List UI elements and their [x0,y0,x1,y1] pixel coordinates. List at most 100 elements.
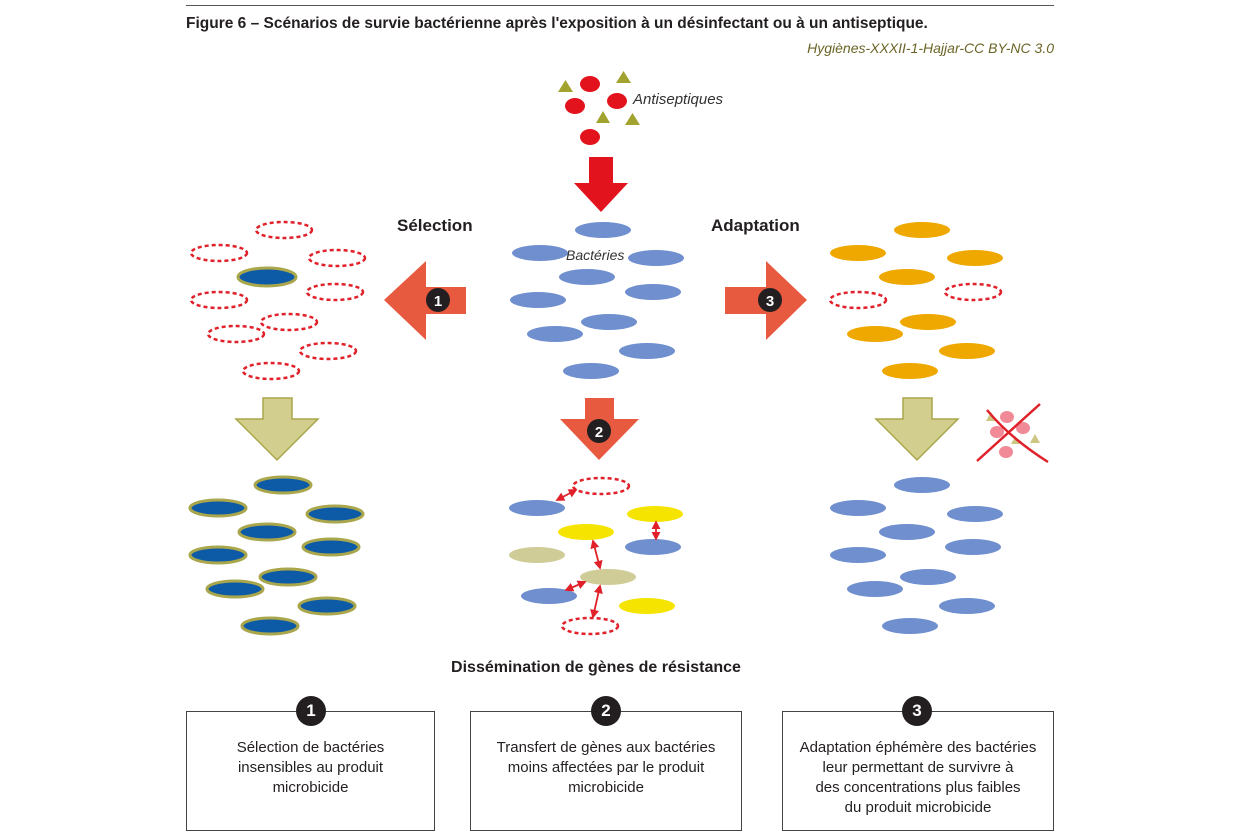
dead-bacterium [828,290,888,310]
dead-bacterium [307,248,367,268]
step-1-line: microbicide [272,779,349,796]
gene-transfer-arrow [590,539,603,570]
step-2-badge: 2 [591,696,621,726]
bacterium [625,284,681,300]
antiseptic-particle [990,426,1004,438]
antiseptic-particle [596,111,610,123]
exposure-arrow [574,157,628,212]
bacterium [512,245,568,261]
transfer-bacterium [558,524,614,540]
step-3-marker-number: 3 [766,293,774,310]
antiseptic-particle [999,446,1013,458]
dead-bacterium [560,616,620,636]
bacterium [619,343,675,359]
selection-result-arrow [234,397,320,462]
dead-bacterium [305,282,365,302]
bacterium [581,314,637,330]
antiseptic-particle [1030,434,1040,443]
adapted-bacterium [830,245,886,261]
resistant-bacterium [258,567,318,587]
step-2-marker-number: 2 [595,424,603,441]
adapted-bacterium [900,314,956,330]
transfer-bacterium [580,569,636,585]
bacterium [894,477,950,493]
bacterium [830,547,886,563]
step-3-badge: 3 [902,696,932,726]
dead-bacterium [259,312,319,332]
step-3-marker [758,288,782,312]
adapted-bacterium [894,222,950,238]
resistant-bacterium [236,266,298,288]
antiseptic-particles [558,71,640,145]
bacterium [628,250,684,266]
resistant-bacterium [188,498,248,518]
dissemination-label: Dissémination de gènes de résistance [451,659,741,676]
bacterium [947,506,1003,522]
transfer-bacterium [619,598,675,614]
resistant-bacterium [305,504,365,524]
selection-arrow [384,261,466,340]
bacterium [900,569,956,585]
step-1-badge: 1 [296,696,326,726]
bacterium [521,588,577,604]
bacterium [830,500,886,516]
antiseptic-particle [1000,411,1014,423]
reverted-population [830,477,1003,634]
resistant-bacterium [297,596,357,616]
adapted-bacterium [947,250,1003,266]
adaptation-label: Adaptation [711,216,800,235]
figure-credit: Hygiènes-XXXII-1-Hajjar-CC BY-NC 3.0 [807,40,1054,56]
dead-bacterium [298,341,358,361]
transfer-population [509,476,683,636]
step-2-line: moins affectées par le produit [507,759,705,776]
antiseptic-particle [625,113,640,125]
bacterium [575,222,631,238]
diagram-canvas: Antiseptiques Sélection Adaptation Bacté… [188,71,1049,676]
resistant-bacterium [205,579,265,599]
antiseptic-particle [616,71,631,83]
bacteria-label: Bactéries [566,247,624,263]
transfer-bacterium [509,547,565,563]
adaptation-population [828,222,1003,379]
dead-bacterium [189,290,249,310]
adapted-bacterium [882,363,938,379]
step-1-marker [426,288,450,312]
bacterium [527,326,583,342]
step-3-line: Adaptation éphémère des bactéries [799,739,1037,756]
step-3-line: des concentrations plus faibles [815,779,1021,796]
antiseptic-particle [558,80,573,92]
bacterium [882,618,938,634]
step-1-line: insensibles au produit [237,759,384,776]
dead-bacterium [241,361,301,381]
bacterium [847,581,903,597]
step-1-marker-number: 1 [434,293,442,310]
bacterium [510,292,566,308]
bacterium [509,500,565,516]
resistant-bacterium [188,545,248,565]
gene-transfer-arrows [555,489,661,619]
antiseptics-label: Antiseptiques [632,91,724,108]
antiseptic-particle [1016,422,1030,434]
gene-transfer-arrow [564,580,587,592]
resistant-bacterium [301,537,361,557]
gene-transfer-arrow [555,489,578,501]
step-2-box: Transfert de gènes aux bactéries moins a… [470,711,742,831]
resistant-bacterium [240,616,300,636]
antiseptic-particle [580,129,600,145]
step-3-box: Adaptation éphémère des bactéries leur p… [782,711,1054,831]
selection-label: Sélection [397,216,473,235]
dead-bacterium [254,220,314,240]
antiseptic-removed [976,403,1049,464]
bacterium [625,539,681,555]
bacterium [559,269,615,285]
step-2-line: Transfert de gènes aux bactéries [496,739,716,756]
adapted-bacterium [847,326,903,342]
bacterium [939,598,995,614]
step-1-line: Sélection de bactéries [236,739,385,756]
step-3-line: leur permettant de survivre à [822,759,1014,776]
bacterium [879,524,935,540]
resistant-bacterium [237,522,297,542]
dead-bacterium [943,282,1003,302]
adapted-bacterium [879,269,935,285]
selection-population [189,220,367,381]
